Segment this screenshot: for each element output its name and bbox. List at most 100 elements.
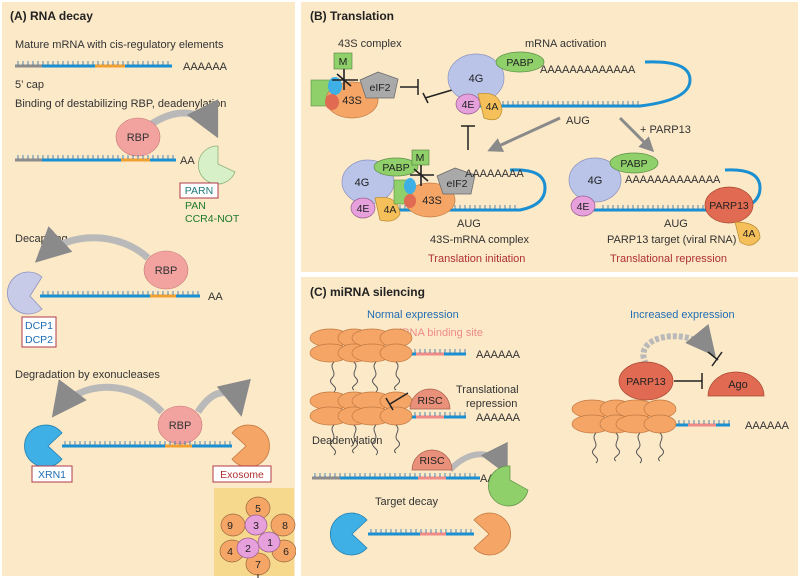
exosome-box [212,465,272,483]
polysome-row-1 [309,328,466,393]
pabp-label-right: PABP [620,158,647,170]
s43-label-bottom: 43S [422,195,442,207]
subunit-label-7: 7 [255,559,261,571]
ago-shape [707,371,765,397]
eif4e-label-top: 4E [462,99,475,111]
deadenylation-arrow [148,99,219,139]
pabp-bottom [373,157,419,177]
polyA-c1: AAAAAA [476,349,521,361]
eif-red-oval [325,94,339,110]
xrn1-label: XRN1 [38,469,66,481]
eif4a-top [477,93,503,121]
eif4a-label-bottom: 4A [384,204,397,216]
aa-label-2: AA [208,291,223,303]
target-decay-strand [368,529,474,536]
pabp-label-bottom: PABP [382,162,409,174]
complex-43s-mrna-label: 43S-mRNA complex [430,234,530,246]
pan-label: PAN [185,200,206,212]
eif4g-right [568,157,622,203]
mature-polyA: AAAAAA [183,61,228,73]
parn-label: PARN [185,185,213,197]
exosome-subunit-1 [257,531,281,553]
s43-label-top: 43S [342,95,362,107]
parn-enzyme [198,145,236,185]
activation-mrna: 4G PABP AAAAAAAAAAAAA 4E 4A AUG [447,51,692,127]
rna-base-ticks [42,291,199,295]
rbp-label-1: RBP [127,132,150,144]
degradation-strand [62,441,232,448]
trna-cross-bottom [410,165,434,186]
exosome-c [473,512,511,556]
polyA-bottom-left: AAAAAAAA [465,168,524,180]
parn-box [179,182,219,199]
m-label-top: M [339,56,348,68]
eif-blue-oval-bottom [404,178,416,194]
translational-rep-2: repression [466,398,517,410]
xrn1-c [330,512,368,556]
panel-c-title: (C) miRNA silencing [310,285,425,299]
mature-mrna-label: Mature mRNA with cis-regulatory elements [15,39,224,51]
exosome-enzyme [231,424,270,468]
exosome-subunit-9 [220,513,246,537]
parp13-add-label: + PARP13 [640,124,691,136]
eif4e-bottom [350,197,376,219]
eif4e-label-right: 4E [577,201,590,213]
eif4a-label-top: 4A [486,101,499,113]
met-box-top [333,52,353,70]
repression-label: Translational repression [610,253,727,265]
aug-right: AUG [664,218,688,230]
decapping-arrow [34,226,151,263]
aug-top: AUG [566,115,590,127]
eif4a-label-right: 4A [743,228,756,240]
panel-rna-decay: (A) RNA decay Mature mRNA with cis-regul… [2,2,297,578]
exosome-label: Exosome [220,469,264,481]
eif2-pentagon-top [359,71,399,99]
polyA-c-increased: AAAAAA [745,420,790,432]
eif2-label-top: eIF2 [369,82,390,94]
binding-label: Binding of destabilizing RBP, deadenylat… [15,98,226,110]
xrn1-box [31,465,73,483]
cap-label: 5’ cap [15,79,44,91]
eif4e-right [570,195,596,217]
initiation-loop-strand [380,168,547,212]
rna-base-ticks [17,61,169,65]
eif4e-top [455,93,481,115]
xrn1-arrow [51,379,165,418]
parp13-target-mrna: 4G 4E PABP AAAAAAAAAAAAA PARP13 4A AUG [568,152,762,246]
polyA-c2: AAAAAA [476,412,521,424]
subunit-label-1: 1 [267,537,273,549]
subunit-label-3: 3 [253,520,259,532]
risc-2 [409,388,451,410]
parp13-ago-arrow [640,323,716,366]
initiation-label: Translation initiation [428,253,525,265]
trna-cross-top [332,69,358,90]
closed-loop-strand [478,60,692,108]
eif4a-right [734,221,761,246]
exosome-arrow [195,378,251,417]
rbp-label-2: RBP [155,265,178,277]
subunit-label-6: 6 [283,546,289,558]
panel-mirna-silencing: (C) miRNA silencing Normal expression In… [301,277,798,576]
risc-inhibit-2 [385,392,409,411]
parp13-label-c: PARP13 [626,376,666,388]
rbp-label-3: RBP [169,420,192,432]
dcp-box [21,316,57,348]
activation-inhibit [422,89,453,104]
eif-blue-oval [328,77,342,95]
eif4g-label-right: 4G [588,175,603,187]
inhibit-bar-1 [400,79,419,95]
panel-b-title: (B) Translation [310,9,394,23]
dcp-enzyme [7,271,43,315]
deadenylation-c-strand [312,473,480,480]
activation-label: mRNA activation [525,38,606,50]
dcp2-label: DCP2 [25,334,53,346]
degradation-label: Degradation by exonucleases [15,369,160,381]
decapping-strand [40,291,200,298]
pabp-top [495,51,545,73]
subunit-label-5: 5 [255,503,261,515]
binding-site-label: miRNA binding site [390,327,483,339]
eif4g-label-bottom: 4G [355,177,370,189]
polyA-right: AAAAAAAAAAAAA [625,174,721,186]
eif4e-label-bottom: 4E [357,203,370,215]
rna-base-ticks [64,441,231,445]
